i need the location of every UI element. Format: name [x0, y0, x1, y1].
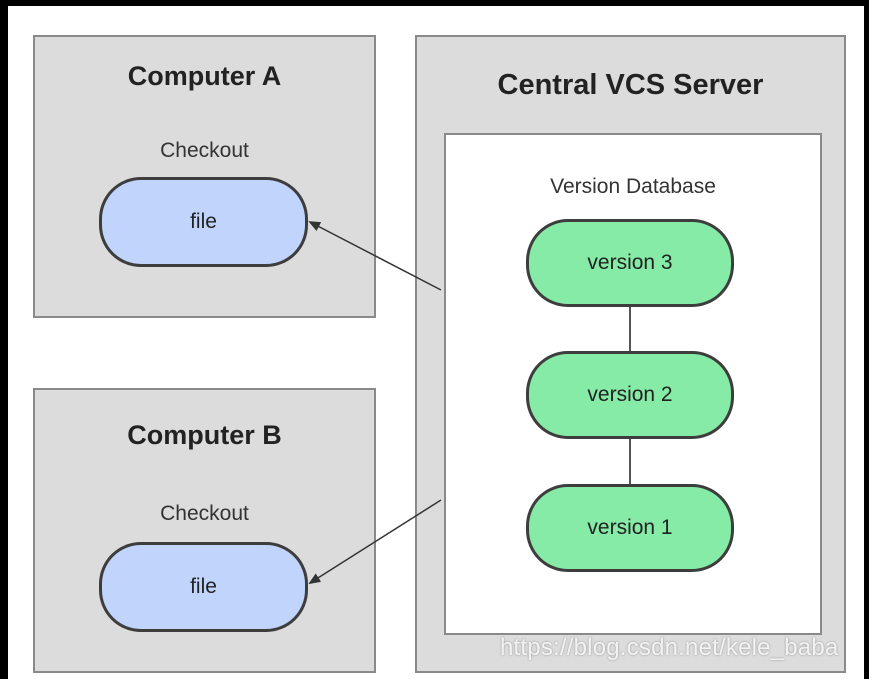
computer-b-file-label: file	[190, 575, 217, 598]
computer-a-title: Computer A	[127, 61, 282, 91]
computer-a-checkout-label: Checkout	[160, 139, 249, 162]
computer-b-checkout-label: Checkout	[160, 502, 249, 525]
server-title: Central VCS Server	[497, 69, 764, 101]
computer-a-file: file	[99, 177, 308, 267]
version-database-label: Version Database	[550, 175, 716, 198]
version-2-node: version 2	[526, 351, 734, 439]
version-1-node: version 1	[526, 484, 734, 572]
version-2-label: version 2	[587, 383, 673, 406]
version-3-label: version 3	[587, 251, 673, 274]
version-3-node: version 3	[526, 219, 734, 307]
computer-b-file: file	[99, 542, 308, 632]
computer-a-file-label: file	[190, 210, 217, 233]
computer-a-panel: Computer A Checkout file	[33, 35, 376, 318]
watermark-text: https://blog.csdn.net/kele_baba	[500, 634, 839, 661]
computer-b-panel: Computer B Checkout file	[33, 388, 376, 673]
version-1-label: version 1	[587, 516, 673, 539]
computer-b-title: Computer B	[127, 420, 282, 450]
